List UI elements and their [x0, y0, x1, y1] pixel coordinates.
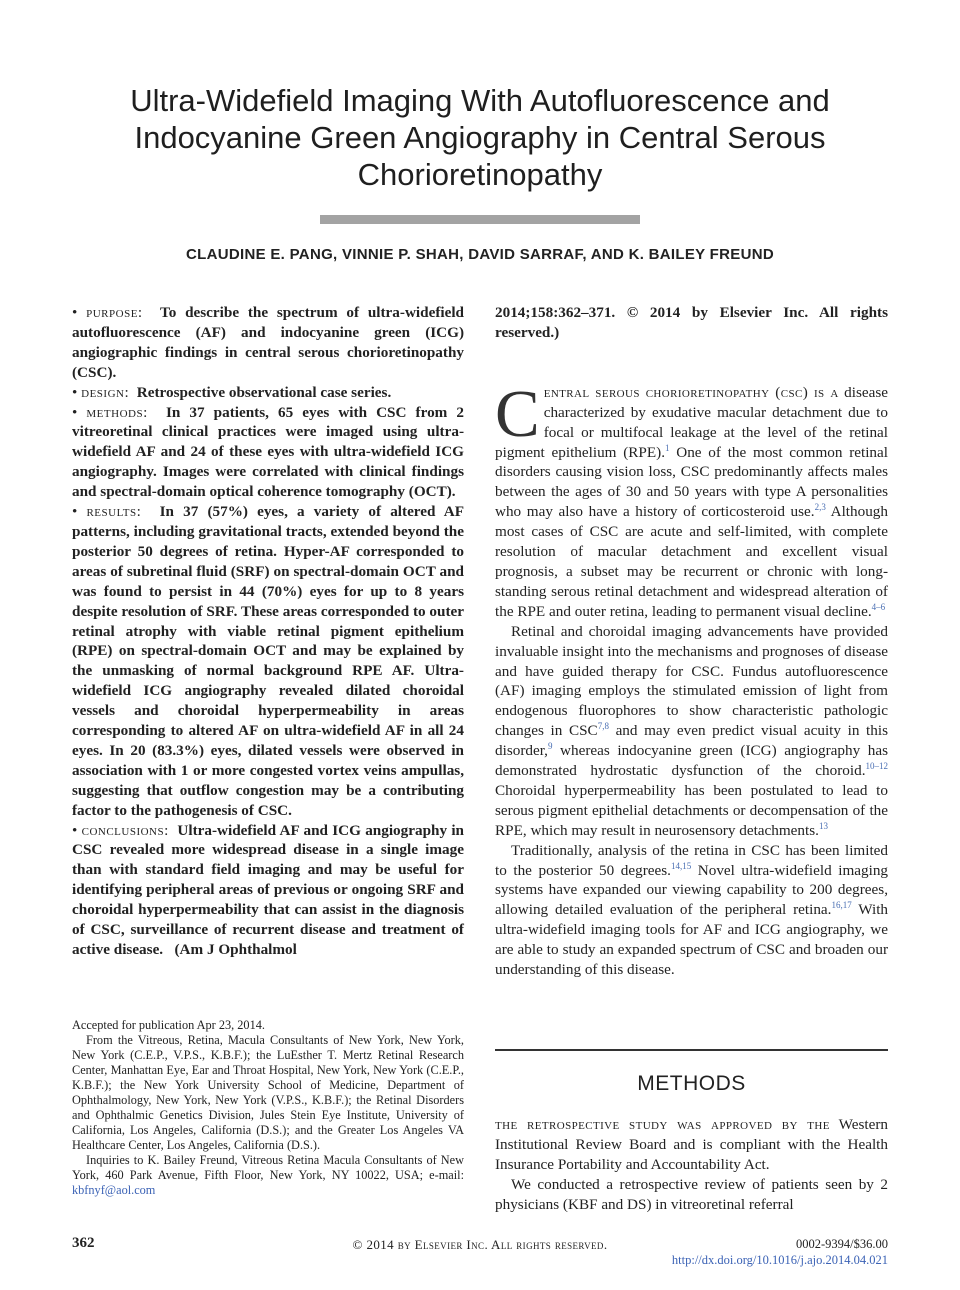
- title-line: Ultra-Widefield Imaging With Autofluores…: [130, 83, 830, 118]
- methods-text: Western Institutional Review Board and i…: [495, 1116, 888, 1173]
- doi-link[interactable]: http://dx.doi.org/10.1016/j.ajo.2014.04.…: [671, 1253, 888, 1267]
- design-heading: design:: [81, 383, 130, 401]
- citation-continued: 2014;158:362–371. © 2014 by Elsevier Inc…: [495, 304, 888, 341]
- reference-link[interactable]: 14,15: [670, 860, 692, 871]
- accepted-date: Accepted for publication Apr 23, 2014.: [72, 1018, 265, 1032]
- section-rule: [495, 1049, 888, 1051]
- abstract-design: • design: Retrospective observational ca…: [72, 383, 392, 401]
- intro-paragraph: Retinal and choroidal imaging advancemen…: [495, 622, 888, 841]
- results-heading: results:: [86, 503, 142, 521]
- reference-link[interactable]: 9: [547, 741, 553, 752]
- abstract-purpose: • purpose: To describe the spectrum of u…: [72, 304, 465, 381]
- abstract-results: • results: In 37 (57%) eyes, a variety o…: [72, 503, 465, 819]
- reference-link[interactable]: 7,8: [597, 721, 609, 732]
- methods-heading: methods:: [86, 403, 148, 421]
- design-text: Retrospective observational case series.: [136, 383, 392, 401]
- reference-link[interactable]: 2,3: [814, 502, 826, 513]
- intro-text: Choroidal hyperpermeability has been pos…: [495, 781, 888, 839]
- methods-lead: the retrospective study was approved by …: [495, 1116, 830, 1133]
- intro-text: Traditionally, analysis of the retina in…: [495, 841, 888, 879]
- copyright-notice: © 2014 by Elsevier Inc. All rights reser…: [352, 1237, 608, 1252]
- affiliations: From the Vitreous, Retina, Macula Consul…: [72, 1033, 464, 1152]
- issn: 0002-9394/$36.00: [795, 1237, 888, 1251]
- intro-text: Novel ultra-widefield imaging systems ha…: [495, 861, 889, 919]
- abstract-methods: • methods: In 37 patients, 65 eyes with …: [72, 403, 464, 501]
- methods-section-heading: METHODS: [637, 1072, 746, 1095]
- article-footnote: Accepted for publication Apr 23, 2014. F…: [72, 1018, 464, 1198]
- reference-link[interactable]: 1: [665, 442, 670, 453]
- citation-start: (Am J Ophthalmol: [174, 941, 297, 958]
- intro-text: whereas indocyanine green (ICG) angiogra…: [495, 742, 888, 780]
- intro-paragraph: Traditionally, analysis of the retina in…: [495, 841, 888, 980]
- abstract: • purpose: To describe the spectrum of u…: [72, 303, 464, 960]
- abstract-conclusions: • conclusions: Ultra-widefield AF and IC…: [72, 821, 465, 958]
- conclusions-heading: conclusions:: [81, 821, 169, 839]
- page-number: 362: [72, 1235, 95, 1251]
- title-divider: [320, 215, 640, 224]
- purpose-text: To describe the spectrum of ultra-widefi…: [72, 304, 465, 381]
- right-column: 2014;158:362–371. © 2014 by Elsevier Inc…: [495, 303, 888, 980]
- email-link[interactable]: kbfnyf@aol.com: [72, 1183, 156, 1197]
- methods-section: the retrospective study was approved by …: [495, 1115, 888, 1215]
- reference-link[interactable]: 16,17: [831, 900, 852, 911]
- methods-text: In 37 patients, 65 eyes with CSC from 2 …: [72, 403, 464, 501]
- drop-cap: C: [495, 376, 540, 451]
- intro-text: disease characterized by exudative macul…: [495, 383, 888, 461]
- intro-text: One of the most common retinal disorders…: [495, 443, 888, 521]
- title-line: Indocyanine Green Angiography in Central…: [134, 120, 826, 155]
- intro-lead: entral serous chorioretinopathy (csc) is…: [543, 383, 839, 401]
- purpose-heading: purpose:: [86, 304, 143, 321]
- intro-text: and may even predict visual acuity in th…: [495, 722, 888, 760]
- intro-text: With ultra-widefield imaging tools for A…: [495, 901, 889, 979]
- reference-link[interactable]: 10–12: [865, 760, 889, 771]
- reference-link[interactable]: 13: [818, 820, 828, 831]
- methods-paragraph: the retrospective study was approved by …: [495, 1115, 888, 1175]
- reference-link[interactable]: 4–6: [871, 601, 886, 612]
- author-list: CLAUDINE E. PANG, VINNIE P. SHAH, DAVID …: [186, 246, 774, 263]
- methods-paragraph: We conducted a retrospective review of p…: [495, 1175, 888, 1213]
- intro-text: Retinal and choroidal imaging advancemen…: [495, 622, 888, 740]
- intro-text: Although most cases of CSC are acute and…: [495, 503, 888, 620]
- inquiries: Inquiries to K. Bailey Freund, Vitreous …: [72, 1153, 464, 1198]
- results-text: In 37 (57%) eyes, a variety of altered A…: [72, 503, 465, 819]
- conclusions-text: Ultra-widefield AF and ICG angiography i…: [72, 821, 465, 958]
- title-line: Chorioretinopathy: [357, 157, 603, 192]
- article-title: Ultra-Widefield Imaging With Autofluores…: [60, 82, 900, 193]
- inquiries-text: Inquiries to K. Bailey Freund, Vitreous …: [72, 1153, 464, 1182]
